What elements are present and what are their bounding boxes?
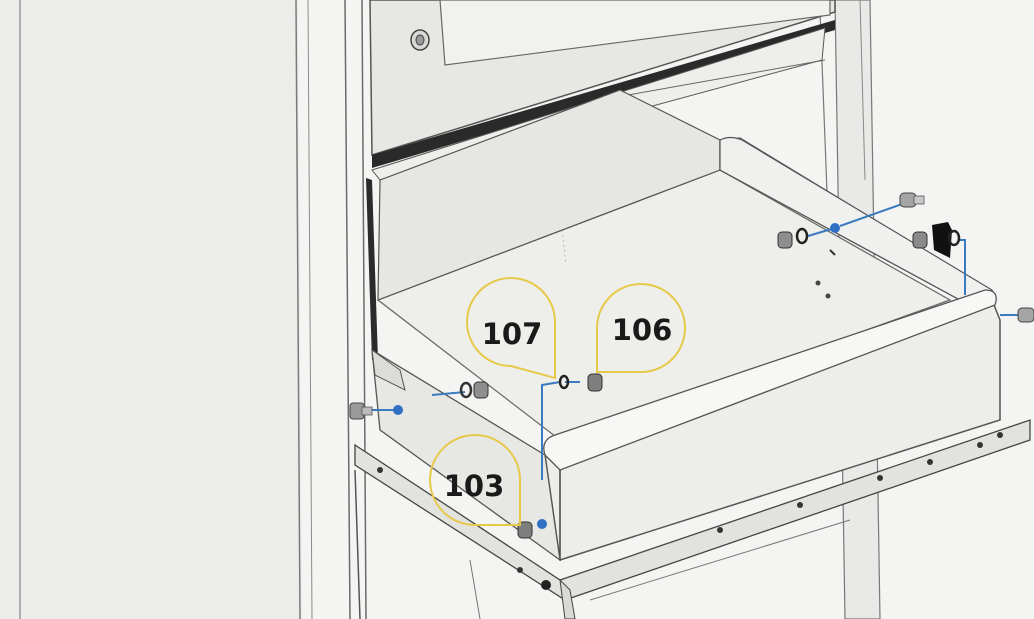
drawer-front-panel [543,289,1001,561]
callout-103: 103 [429,434,521,526]
callout-106-label: 106 [612,313,673,347]
hardware-parts [349,192,1034,539]
cabinet-lower-section [354,469,851,619]
cabinet-left-panel [0,0,367,619]
upper-drawer-front [369,0,836,168]
slide-rail-frame [354,419,1031,619]
drawer-left-side [371,348,561,562]
callout-107-label: 107 [482,317,543,351]
callout-103-label: 103 [444,469,505,503]
callout-107: 107 [466,277,556,380]
callout-106: 106 [596,283,686,373]
